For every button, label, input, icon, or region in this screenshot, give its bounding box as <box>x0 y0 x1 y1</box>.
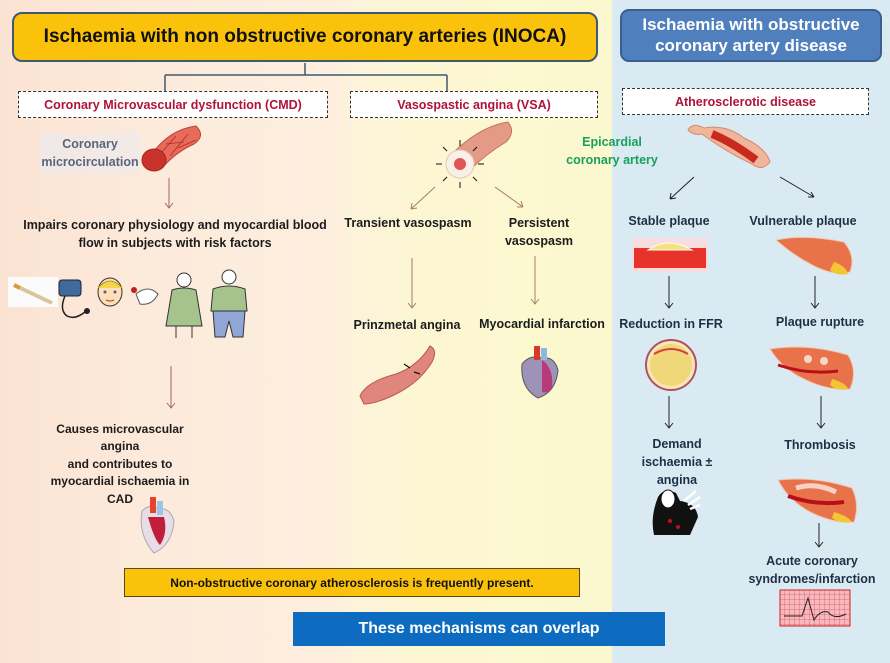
epicardial-coronary-artery-tag: Epicardial coronary artery <box>560 133 664 169</box>
transient-vasospasm-label: Transient vasospasm <box>344 216 472 230</box>
ruptured-plaque-icon <box>769 346 854 390</box>
cmd-step2-label: Causes microvascular angina and contribu… <box>50 421 190 508</box>
line: ischaemia ± <box>641 455 713 470</box>
vulnerable-plaque-label: Vulnerable plaque <box>749 214 857 228</box>
down-arrow <box>816 396 826 429</box>
face-icon <box>97 277 123 307</box>
glucose-finger-prick-icon <box>131 287 159 305</box>
stable-plaque-label: Stable plaque <box>628 214 710 228</box>
thrombosis-icon <box>777 478 858 523</box>
obstructive-title: Ischaemia with obstructive coronary arte… <box>620 9 882 62</box>
ffr-cross-section-icon <box>645 339 697 391</box>
line: and contributes to <box>67 456 173 471</box>
heart-infarction-icon <box>521 346 559 399</box>
obese-woman-icon <box>165 272 203 338</box>
acute-coronary-syndromes-label: Acute coronary syndromes/infarction <box>740 552 884 588</box>
ecg-strip-icon <box>779 589 851 627</box>
vsa-branch-arrows <box>410 186 524 210</box>
obstructive-title-line-1: Ischaemia with obstructive <box>642 15 860 35</box>
vsa-heading: Vasospastic angina (VSA) <box>350 91 598 118</box>
chest-pain-person-icon <box>652 489 701 535</box>
down-arrow <box>164 178 174 209</box>
obese-man-icon <box>210 269 248 338</box>
atherosclerotic-heading: Atherosclerotic disease <box>622 88 869 115</box>
line: Persistent <box>508 216 570 230</box>
line: Acute coronary <box>766 554 858 568</box>
persistent-vasospasm-label: Persistent vasospasm <box>484 214 594 250</box>
plaque-rupture-label: Plaque rupture <box>775 315 865 329</box>
thrombosis-label: Thrombosis <box>784 438 856 452</box>
line: CAD <box>107 491 133 506</box>
line: vasospasm <box>504 234 574 249</box>
cmd-step1-label: Impairs coronary physiology and myocardi… <box>10 216 340 252</box>
atherosclerotic-branch-arrows <box>669 176 815 200</box>
myocardial-infarction-label: Myocardial infarction <box>479 317 605 331</box>
vasospasm-artery-icon <box>436 121 512 188</box>
down-arrow <box>814 523 824 548</box>
spasmed-artery-icon <box>359 345 436 405</box>
down-arrow <box>664 276 674 309</box>
down-arrow <box>407 258 417 309</box>
stable-plaque-icon <box>632 238 708 272</box>
obstructive-title-line-2: coronary artery disease <box>655 35 847 55</box>
heart-anatomy-icon <box>140 497 175 554</box>
cmd-heading: Coronary Microvascular dysfunction (CMD) <box>18 91 328 118</box>
line: Impairs coronary physiology and myocardi… <box>23 218 327 232</box>
prinzmetal-angina-label: Prinzmetal angina <box>353 318 461 332</box>
line: angina <box>656 473 698 488</box>
down-arrow <box>530 256 540 305</box>
vulnerable-plaque-icon <box>774 236 853 275</box>
line: Causes microvascular angina <box>56 422 184 454</box>
inoca-title: Ischaemia with non obstructive coronary … <box>12 12 598 62</box>
tag-line-1: Epicardial <box>582 135 642 149</box>
coronary-microcirculation-tag: Coronary microcirculation <box>40 133 140 174</box>
line: Demand <box>652 437 702 451</box>
tag-line-1: Coronary <box>62 137 118 151</box>
epicardial-artery-icon <box>687 124 771 168</box>
demand-ischaemia-label: Demand ischaemia ± angina <box>632 435 722 489</box>
microvessel-icon <box>141 125 201 172</box>
line: flow in subjects with risk factors <box>78 236 272 251</box>
tag-line-2: microcirculation <box>41 155 139 170</box>
down-arrow <box>664 396 674 429</box>
down-arrow <box>166 366 176 409</box>
non-obstructive-note: Non-obstructive coronary atherosclerosis… <box>124 568 580 597</box>
line: myocardial ischaemia in <box>50 474 190 489</box>
blood-pressure-cuff-icon <box>58 279 90 319</box>
cigarette-icon <box>8 277 58 307</box>
down-arrow <box>810 276 820 309</box>
overlap-footer: These mechanisms can overlap <box>293 612 665 646</box>
tag-line-2: coronary artery <box>566 153 658 168</box>
reduction-in-ffr-label: Reduction in FFR <box>619 317 723 331</box>
line: syndromes/infarction <box>748 572 876 587</box>
